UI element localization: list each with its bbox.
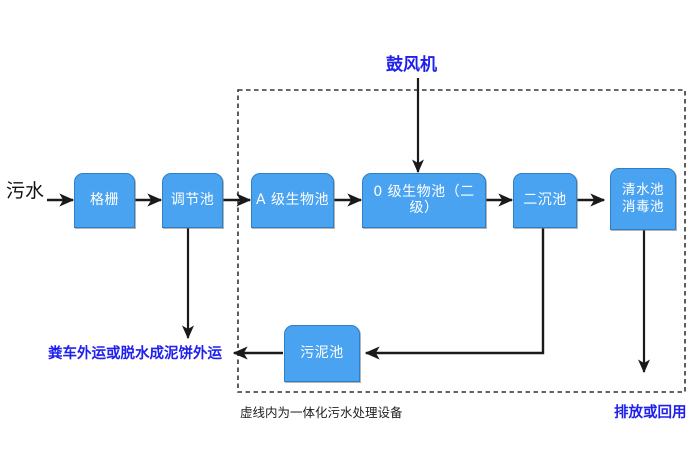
inlet-label: 污水: [6, 180, 45, 202]
node-clearwater-disinfection-tank[interactable]: 清水池 消毒池: [610, 168, 676, 230]
node-a-stage-bioreactor[interactable]: A 级生物池: [251, 173, 334, 228]
node-sludge-tank-label: 污泥池: [300, 344, 344, 361]
node-clearwater-disinfection-tank-label: 清水池 消毒池: [622, 182, 664, 215]
node-regulating-tank[interactable]: 调节池: [162, 173, 223, 228]
node-o-stage-bioreactor[interactable]: 0 级生物池（二级）: [362, 173, 486, 228]
node-o-stage-bioreactor-label: 0 级生物池（二级）: [373, 183, 475, 216]
node-secondary-clarifier-label: 二沉池: [523, 191, 567, 208]
node-regulating-tank-label: 调节池: [170, 191, 215, 208]
sludge-disposal-label: 粪车外运或脱水成泥饼外运: [48, 346, 222, 362]
node-grille-label: 格栅: [90, 191, 119, 208]
effluent-discharge-label: 排放或回用: [614, 405, 687, 421]
node-grille[interactable]: 格栅: [74, 173, 135, 228]
blower-label: 鼓风机: [386, 55, 437, 75]
dashed-boundary-caption: 虚线内为一体化污水处理设备: [240, 405, 403, 420]
node-secondary-clarifier[interactable]: 二沉池: [513, 173, 577, 228]
node-a-stage-bioreactor-label: A 级生物池: [255, 191, 330, 208]
node-sludge-tank[interactable]: 污泥池: [284, 325, 360, 382]
arrow-clarifier-to-sludge-tank: [364, 228, 545, 360]
